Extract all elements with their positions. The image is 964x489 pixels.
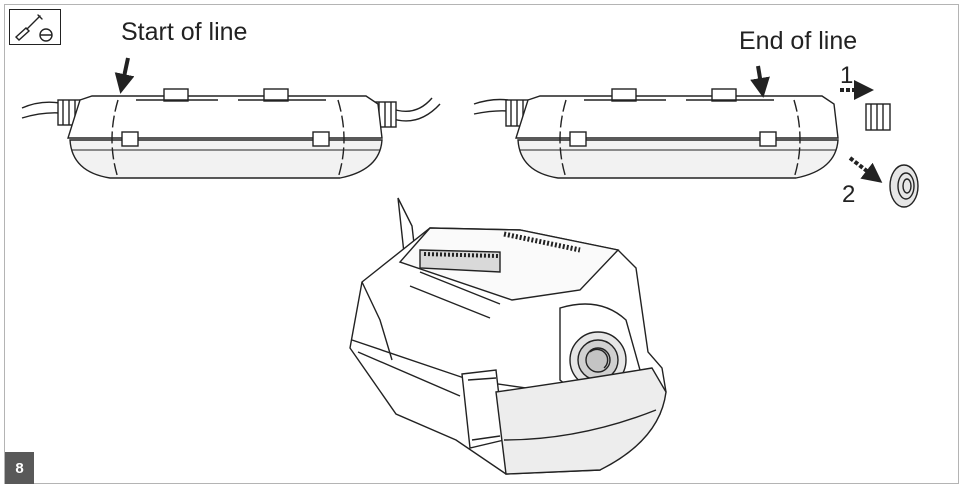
step-two-number: 2 (842, 181, 856, 208)
end-arrow (750, 65, 770, 98)
mounting-bracket (711, 88, 737, 102)
diffuser-end (495, 367, 667, 475)
start-of-line-label: Start of line (121, 18, 248, 46)
end-of-line-label: End of line (739, 27, 858, 55)
screwdriver-icon (14, 14, 53, 42)
step-one-number: 1 (840, 62, 854, 89)
luminaire-end-detail (349, 197, 667, 475)
tool-indicator (9, 9, 61, 45)
figure-number-badge: 8 (5, 452, 34, 484)
terminal-block (419, 249, 501, 273)
removed-cable-gland (865, 103, 891, 131)
housing-top (515, 95, 839, 139)
cable-left (473, 110, 509, 115)
diffuser (517, 139, 839, 179)
luminaire-start-of-line (21, 57, 441, 179)
mounting-bracket (263, 88, 289, 102)
start-arrow (114, 57, 135, 94)
figure-frame (4, 4, 959, 484)
terminal-row (503, 231, 581, 253)
cable-left (21, 112, 61, 119)
luminaire-end-of-line (473, 65, 919, 208)
housing-top (67, 95, 383, 139)
cable-right (389, 103, 441, 122)
cable-left (21, 101, 61, 109)
step-two-arrow (848, 156, 883, 183)
mounting-bracket (163, 88, 189, 102)
mounting-bracket (611, 88, 637, 102)
cable-left (473, 98, 509, 105)
